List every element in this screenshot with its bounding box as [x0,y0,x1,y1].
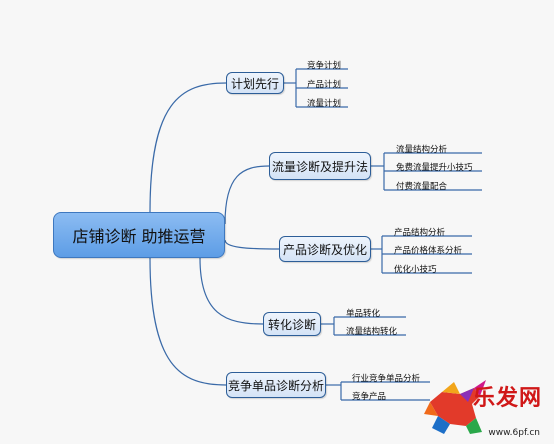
branch-connector [224,165,270,225]
leaf-competitor-product[interactable]: 竞争产品 [352,392,387,402]
leaf-industry-competitor[interactable]: 行业竞争单品分析 [352,374,421,384]
bull-icon [424,380,486,434]
branch-label: 转化诊断 [267,317,316,332]
leaf-product-structure[interactable]: 产品结构分析 [394,228,446,238]
branch-label: 产品诊断及优化 [282,242,367,257]
leaf-free-traffic-tips[interactable]: 免费流量提升小技巧 [396,163,473,173]
branch-connector [224,239,280,250]
watermark-logo: 乐发网 www.6pf.cn [420,374,550,440]
branch-traffic-diagnosis[interactable]: 流量诊断及提升法 [269,152,371,180]
leaf-traffic-structure[interactable]: 流量结构分析 [396,145,448,155]
central-topic[interactable]: 店铺诊断 助推运营 [53,212,225,258]
central-topic-label: 店铺诊断 助推运营 [72,227,206,246]
watermark-url: www.6pf.cn [488,428,540,438]
branch-label: 流量诊断及提升法 [271,159,368,174]
branch-connector [149,82,227,213]
branch-plan-first[interactable]: 计划先行 [226,72,284,94]
leaf-traffic-plan[interactable]: 流量计划 [307,99,342,109]
watermark-brand: 乐发网 [472,385,542,411]
leaf-single-item-conversion[interactable]: 单品转化 [346,309,381,319]
branch-label: 竞争单品诊断分析 [227,378,324,393]
leaf-competition-plan[interactable]: 竞争计划 [307,61,342,71]
leaf-paid-traffic[interactable]: 付费流量配合 [396,182,448,192]
leaf-price-system[interactable]: 产品价格体系分析 [394,246,463,256]
leaf-traffic-conversion[interactable]: 流量结构转化 [346,327,398,337]
leaf-optimization-tips[interactable]: 优化小技巧 [394,265,437,275]
branch-competitor-analysis[interactable]: 竞争单品诊断分析 [226,372,326,398]
branch-connector [199,257,264,325]
branch-product-diagnosis[interactable]: 产品诊断及优化 [279,236,371,262]
leaf-product-plan[interactable]: 产品计划 [307,80,342,90]
branch-connector [149,257,227,386]
branch-conversion-diagnosis[interactable]: 转化诊断 [263,312,321,336]
branch-label: 计划先行 [230,76,279,91]
